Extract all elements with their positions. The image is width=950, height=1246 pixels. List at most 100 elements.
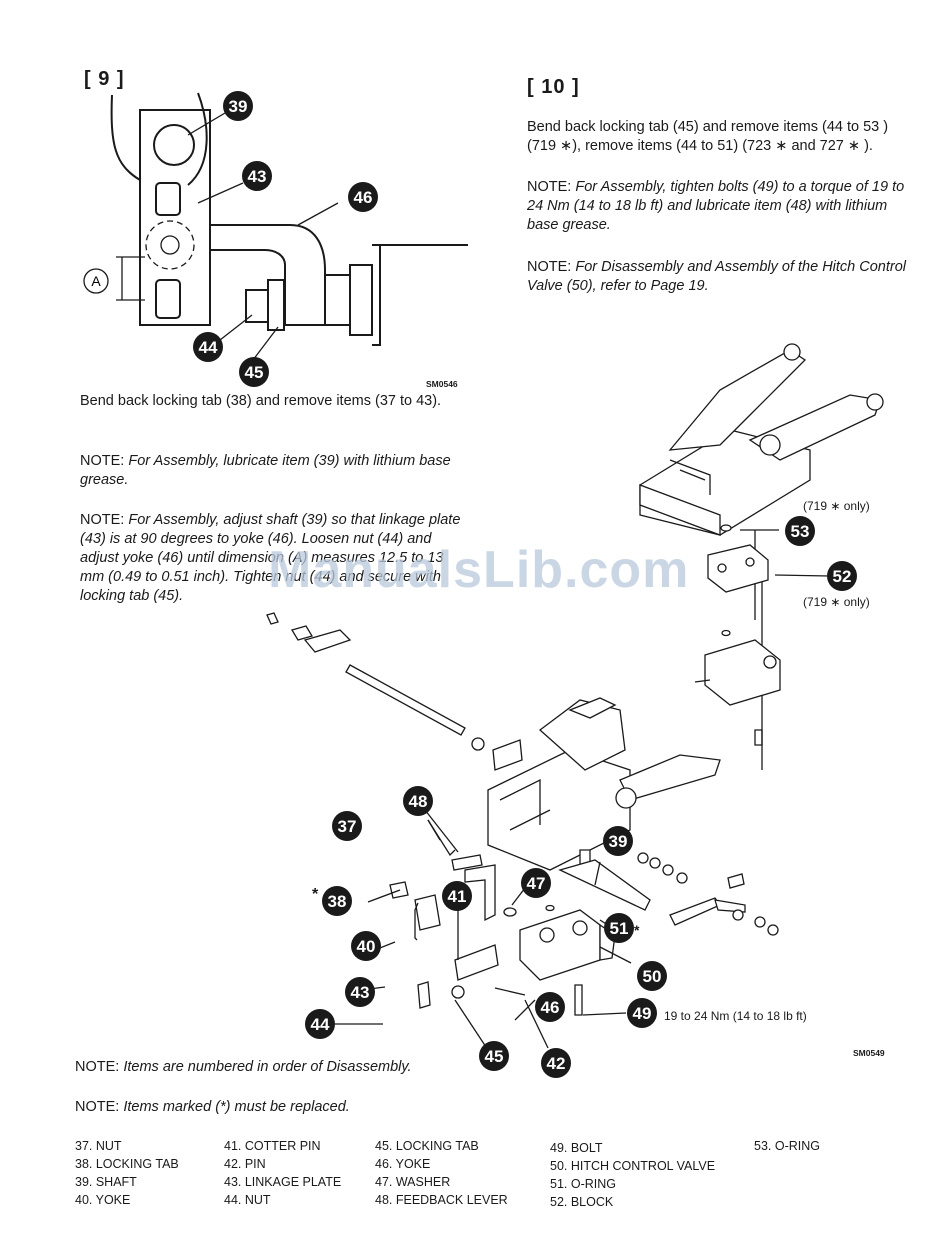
note-text: For Assembly, adjust shaft (39) so that … (80, 512, 461, 604)
parts-list-col-3: 45. LOCKING TAB 46. YOKE 47. WASHER 48. … (375, 1137, 508, 1209)
parts-list-item: 51. O-RING (550, 1177, 616, 1191)
callout-45: 45 (239, 357, 269, 387)
only-719-label-lower: (719 ∗ only) (803, 595, 870, 609)
parts-list-item: 38. LOCKING TAB (75, 1157, 179, 1171)
svg-text:51: 51 (610, 919, 629, 938)
svg-text:37: 37 (338, 817, 357, 836)
step-9-note-2: NOTE: For Assembly, adjust shaft (39) so… (80, 511, 470, 606)
step-10-exploded-diagram: 53 52 48 37 38 39 41 47 40 51 50 43 46 4… (266, 343, 884, 1078)
note-text: For Disassembly and Assembly of the Hitc… (527, 259, 907, 294)
callout-43: 43 (345, 977, 375, 1007)
svg-text:44: 44 (311, 1015, 330, 1034)
callout-40: 40 (351, 931, 381, 961)
step-9-diagram: A 39 43 46 44 45 (83, 91, 468, 387)
shaft-rod (266, 612, 523, 771)
callout-44: 44 (305, 1009, 335, 1039)
svg-text:49: 49 (633, 1004, 652, 1023)
svg-text:42: 42 (547, 1054, 566, 1073)
note-label: NOTE: (80, 453, 125, 469)
note-label: NOTE: (75, 1059, 120, 1075)
svg-text:43: 43 (351, 983, 370, 1002)
step-10-note-1: NOTE: For Assembly, tighten bolts (49) t… (527, 178, 917, 235)
callout-47: 47 (521, 868, 551, 898)
parts-list-item: 47. WASHER (375, 1175, 451, 1189)
watermark: ManualsLib.com (268, 541, 690, 599)
valve-assembly-upper (694, 629, 781, 746)
step-10-note-2: NOTE: For Disassembly and Assembly of th… (527, 258, 917, 296)
parts-list-item: 46. YOKE (375, 1157, 431, 1171)
step-9-text: Bend back locking tab (38) and remove it… (80, 393, 442, 409)
svg-text:46: 46 (354, 188, 373, 207)
callout-43: 43 (242, 161, 272, 191)
svg-text:38: 38 (328, 892, 347, 911)
callout-38: 38 (322, 886, 352, 916)
parts-list-item: 43. LINKAGE PLATE (224, 1175, 342, 1189)
parts-list-col-2: 41. COTTER PIN 42. PIN 43. LINKAGE PLATE… (224, 1137, 341, 1209)
step-9-note-1: NOTE: For Assembly, lubricate item (39) … (80, 452, 470, 490)
parts-list-item: 42. PIN (224, 1157, 266, 1171)
parts-list-item: 45. LOCKING TAB (375, 1139, 479, 1153)
callout-41: 41 (442, 881, 472, 911)
only-719-label-upper: (719 ∗ only) (803, 499, 870, 513)
note-text: For Assembly, lubricate item (39) with l… (80, 453, 451, 488)
replace-asterisk-38: * (312, 886, 319, 903)
callout-46: 46 (348, 182, 378, 212)
svg-text:41: 41 (448, 887, 467, 906)
feedback-lever-parts (558, 852, 779, 936)
note-text: Items are numbered in order of Disassemb… (123, 1059, 412, 1075)
parts-list-item: 52. BLOCK (550, 1195, 614, 1209)
parts-list-col-5: 53. O-RING (754, 1137, 820, 1155)
parts-list-item: 40. YOKE (75, 1193, 131, 1207)
svg-text:50: 50 (643, 967, 662, 986)
parts-list-col-4: 49. BOLT 50. HITCH CONTROL VALVE 51. O-R… (550, 1139, 715, 1211)
svg-text:39: 39 (229, 97, 248, 116)
callout-52: 52 (827, 561, 857, 591)
svg-text:48: 48 (409, 792, 428, 811)
callout-53: 53 (785, 516, 815, 546)
callout-42: 42 (541, 1048, 571, 1078)
parts-list-col-1: 37. NUT 38. LOCKING TAB 39. SHAFT 40. YO… (75, 1137, 179, 1209)
callout-45: 45 (479, 1041, 509, 1071)
step-10-figure-code: SM0549 (853, 1048, 885, 1058)
bottom-note-2: NOTE: Items marked (*) must be replaced. (75, 1098, 495, 1117)
svg-text:47: 47 (527, 874, 546, 893)
parts-list-item: 53. O-RING (754, 1139, 820, 1153)
replace-asterisk-51: * (634, 922, 640, 938)
note-label: NOTE: (527, 259, 572, 275)
parts-list-item: 39. SHAFT (75, 1175, 137, 1189)
bottom-note-1: NOTE: Items are numbered in order of Dis… (75, 1058, 495, 1077)
svg-text:45: 45 (485, 1047, 504, 1066)
callout-39: 39 (223, 91, 253, 121)
parts-list-item: 48. FEEDBACK LEVER (375, 1193, 508, 1207)
callout-37: 37 (332, 811, 362, 841)
note-text: Items marked (*) must be replaced. (123, 1099, 350, 1115)
step-9-number: [ 9 ] (84, 68, 125, 90)
step-9-figure-code: SM0546 (426, 379, 458, 389)
callout-44: 44 (193, 332, 223, 362)
upper-hitch-assembly (639, 343, 884, 536)
callout-50: 50 (637, 961, 667, 991)
step-10-text: Bend back locking tab (45) and remove it… (527, 119, 889, 154)
block-52 (707, 544, 769, 593)
lower-hitch-housing (487, 697, 721, 871)
parts-list-item: 49. BOLT (550, 1141, 603, 1155)
svg-text:52: 52 (833, 567, 852, 586)
svg-text:39: 39 (609, 832, 628, 851)
svg-text:46: 46 (541, 998, 560, 1017)
note-label: NOTE: (80, 512, 125, 528)
dimension-a-label: A (91, 273, 101, 289)
parts-list-item: 41. COTTER PIN (224, 1139, 321, 1153)
svg-text:53: 53 (791, 522, 810, 541)
svg-text:45: 45 (245, 363, 264, 382)
callout-39: 39 (603, 826, 633, 856)
parts-list-item: 50. HITCH CONTROL VALVE (550, 1159, 716, 1173)
torque-label: 19 to 24 Nm (14 to 18 lb ft) (664, 1009, 807, 1023)
callout-48: 48 (403, 786, 433, 816)
note-text: For Assembly, tighten bolts (49) to a to… (527, 179, 905, 233)
callout-46: 46 (535, 992, 565, 1022)
parts-list-item: 37. NUT (75, 1139, 122, 1153)
svg-text:43: 43 (248, 167, 267, 186)
callout-49: 49 (627, 998, 657, 1028)
step-10-number: [ 10 ] (527, 76, 580, 98)
svg-text:40: 40 (357, 937, 376, 956)
